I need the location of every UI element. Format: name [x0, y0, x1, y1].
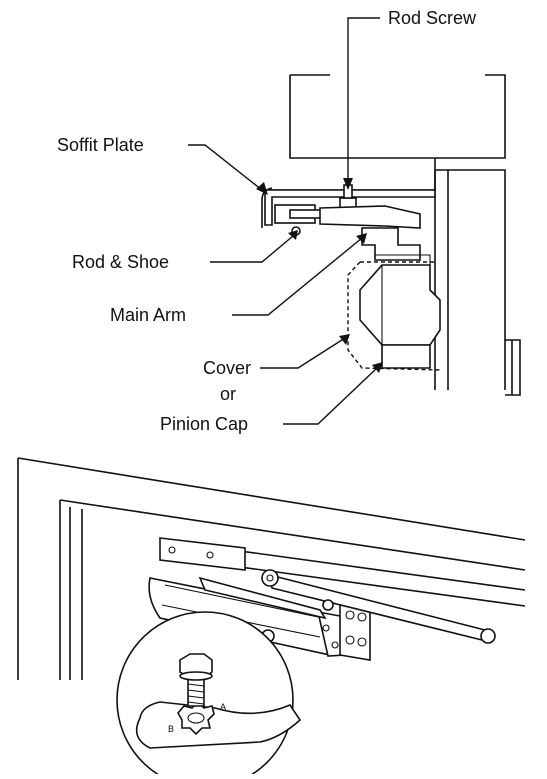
arm-pivot-1: [261, 569, 279, 587]
label-cover: Cover: [203, 358, 251, 378]
perspective-view: [17, 457, 526, 680]
frame-header-outline: [265, 74, 506, 191]
closer-body: [359, 264, 441, 346]
inset-hole: [187, 712, 205, 724]
bracket-hole-2: [206, 551, 214, 559]
pointer-rod-screw: [343, 17, 380, 190]
pointer-soffit-plate: [188, 144, 268, 195]
pointer-pinion-cap: [283, 362, 383, 425]
label-rod-shoe: Rod & Shoe: [72, 252, 169, 272]
label-pinion-cap: Pinion Cap: [160, 414, 248, 434]
inset-circle: [116, 611, 294, 779]
inset-detail: B A: [116, 611, 302, 779]
door-frame-left: [17, 458, 83, 680]
pinion-cap-shape: [381, 344, 431, 369]
main-arm-perspective: [198, 576, 327, 620]
door-jamb: [434, 169, 506, 390]
label-soffit-plate: Soffit Plate: [57, 135, 144, 155]
jamb-stop: [505, 339, 521, 396]
mount-hole-1: [345, 610, 355, 620]
inset-mark-b: B: [168, 724, 174, 734]
inset-bolt-thread: [187, 683, 205, 705]
main-arm-shape: [319, 205, 421, 229]
end-cap-screw-2: [331, 641, 339, 649]
label-rod-screw: Rod Screw: [388, 8, 477, 28]
inset-mark-a: A: [220, 702, 226, 712]
inset-bolt-washer: [179, 671, 213, 681]
pointer-rod-shoe: [210, 230, 298, 263]
pointer-main-arm: [232, 233, 367, 316]
arm-hub: [361, 227, 421, 261]
end-cap-screw-1: [322, 624, 330, 632]
mount-hole-2: [357, 612, 367, 622]
pointer-cover: [260, 334, 350, 369]
section-view: Rod Screw Soffit Plate Rod & Shoe Main A…: [57, 8, 521, 434]
label-main-arm: Main Arm: [110, 305, 186, 325]
mount-hole-3: [345, 635, 355, 645]
label-cover-or: or: [220, 384, 236, 404]
door-frame-top: [17, 457, 526, 571]
bracket-plate: [159, 537, 246, 571]
cover-dashed-outline: [347, 261, 441, 371]
mount-hole-4: [357, 637, 367, 647]
bracket-hole-1: [168, 546, 176, 554]
arm-pivot-3: [322, 599, 334, 611]
arm-pivot-1-inner: [266, 574, 274, 582]
arm-pivot-2: [480, 628, 496, 644]
door-mount-plate: [339, 604, 371, 661]
